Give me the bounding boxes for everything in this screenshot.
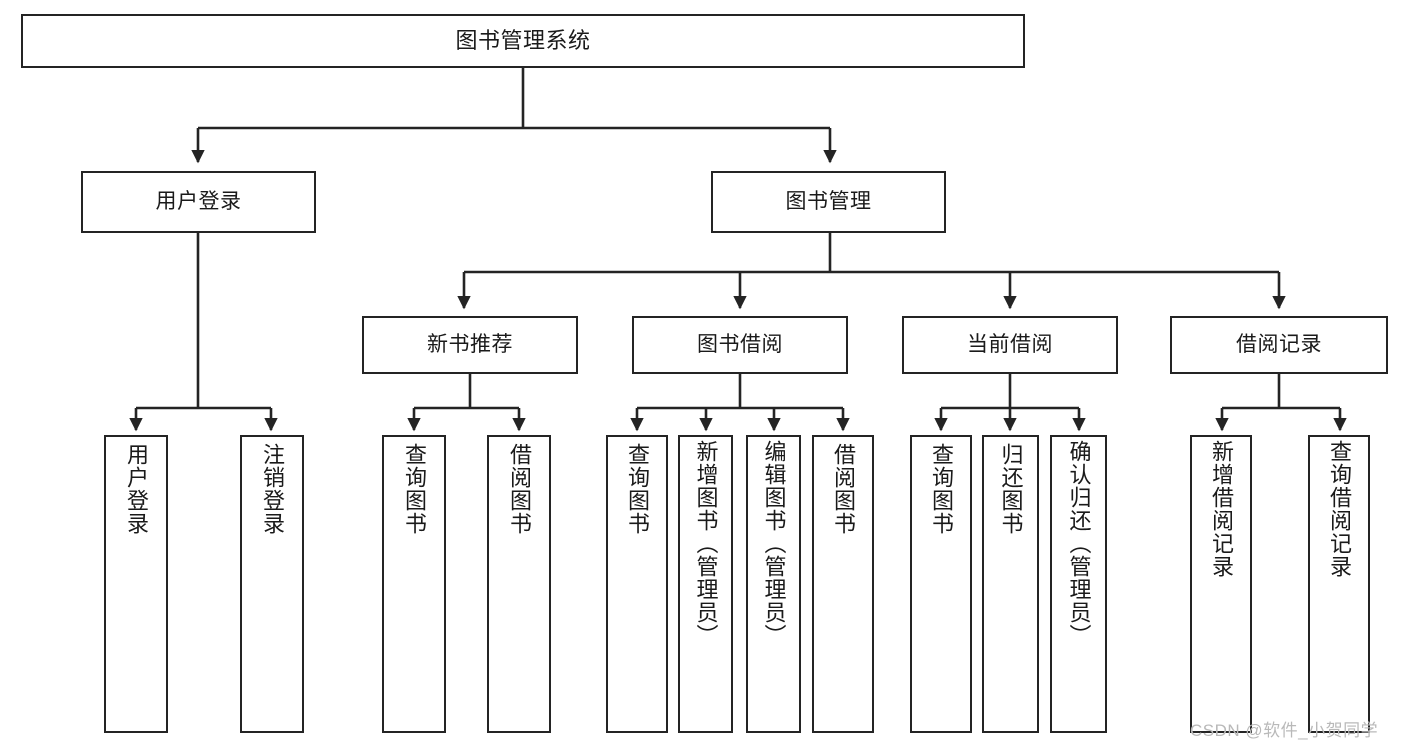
node-label: 查询图书 xyxy=(929,443,954,535)
node-label: 借阅记录 xyxy=(1236,332,1322,356)
node-label: 查询借阅记录 xyxy=(1327,440,1352,578)
node-label: 确认归还（管理员） xyxy=(1066,440,1092,647)
node-label: 注销登录 xyxy=(260,443,285,535)
node-label: 图书管理 xyxy=(785,189,872,213)
node-root-book-management-system[interactable]: 图书管理系统 xyxy=(21,14,1025,68)
node-label: 编辑图书（管理员） xyxy=(761,440,787,647)
node-label: 用户登录 xyxy=(124,443,149,535)
node-label: 新书推荐 xyxy=(427,332,513,356)
leaf-logout[interactable]: 注销登录 xyxy=(240,435,304,733)
node-label: 当前借阅 xyxy=(967,332,1053,356)
node-label: 查询图书 xyxy=(625,443,650,535)
leaf-return-book[interactable]: 归还图书 xyxy=(982,435,1039,733)
node-user-login[interactable]: 用户登录 xyxy=(81,171,316,233)
leaf-query-book-borrow[interactable]: 查询图书 xyxy=(606,435,668,733)
leaf-borrow-book-recommend[interactable]: 借阅图书 xyxy=(487,435,551,733)
node-book-management[interactable]: 图书管理 xyxy=(711,171,946,233)
node-book-borrow[interactable]: 图书借阅 xyxy=(632,316,848,374)
leaf-confirm-return-admin[interactable]: 确认归还（管理员） xyxy=(1050,435,1107,733)
leaf-add-borrow-record[interactable]: 新增借阅记录 xyxy=(1190,435,1252,733)
node-label: 归还图书 xyxy=(998,443,1024,535)
node-borrow-record[interactable]: 借阅记录 xyxy=(1170,316,1388,374)
csdn-watermark: CSDN @软件_小贺同学 xyxy=(1190,721,1379,740)
node-current-borrow[interactable]: 当前借阅 xyxy=(902,316,1118,374)
node-label: 借阅图书 xyxy=(507,443,532,535)
node-label: 图书管理系统 xyxy=(455,28,591,54)
node-label: 新增借阅记录 xyxy=(1209,440,1234,578)
leaf-query-book-current[interactable]: 查询图书 xyxy=(910,435,972,733)
node-new-book-recommend[interactable]: 新书推荐 xyxy=(362,316,578,374)
node-label: 图书借阅 xyxy=(697,332,783,356)
leaf-add-book-admin[interactable]: 新增图书（管理员） xyxy=(678,435,733,733)
leaf-borrow-book[interactable]: 借阅图书 xyxy=(812,435,874,733)
node-label: 借阅图书 xyxy=(831,443,856,535)
leaf-query-book-recommend[interactable]: 查询图书 xyxy=(382,435,446,733)
leaf-query-borrow-record[interactable]: 查询借阅记录 xyxy=(1308,435,1370,733)
node-label: 新增图书（管理员） xyxy=(693,440,719,647)
leaf-edit-book-admin[interactable]: 编辑图书（管理员） xyxy=(746,435,801,733)
node-label: 查询图书 xyxy=(402,443,427,535)
leaf-user-login[interactable]: 用户登录 xyxy=(104,435,168,733)
node-label: 用户登录 xyxy=(155,189,242,213)
